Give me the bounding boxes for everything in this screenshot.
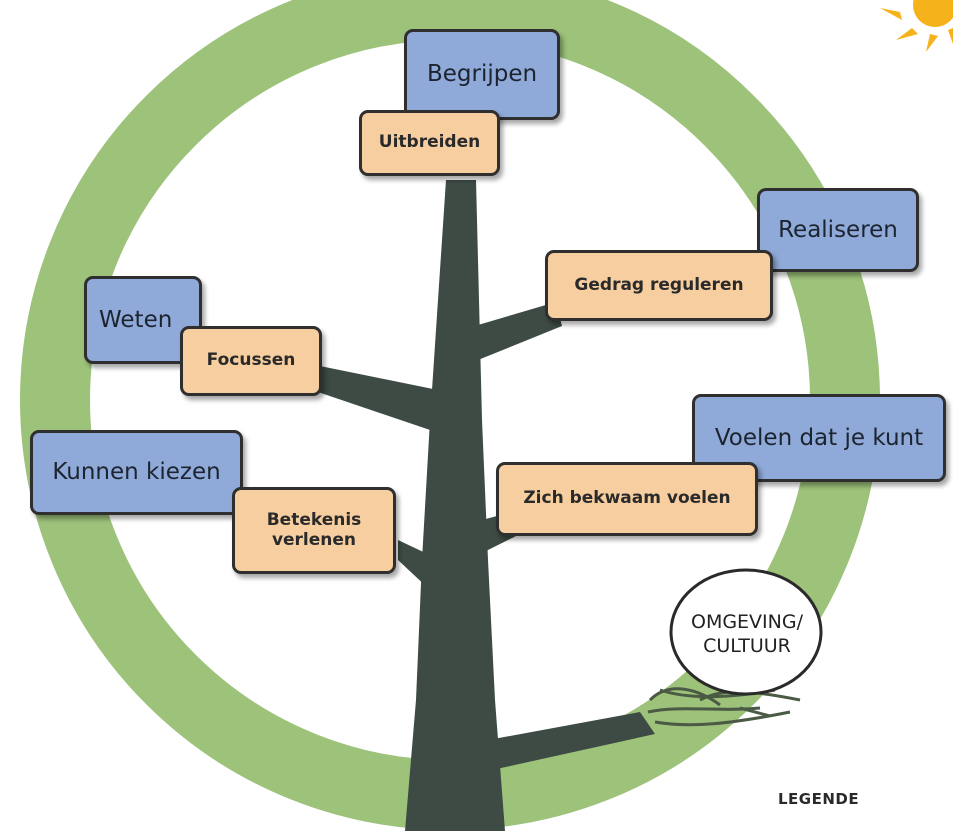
box-begrijpen: Begrijpen bbox=[404, 29, 560, 120]
box-kunnen-kiezen: Kunnen kiezen bbox=[30, 430, 243, 515]
tree-trunk bbox=[318, 180, 655, 831]
environment-circle bbox=[669, 568, 823, 696]
box-focussen: Focussen bbox=[180, 326, 322, 396]
sun-icon bbox=[880, 0, 953, 52]
box-zich-bekwaam-voelen: Zich bekwaam voelen bbox=[496, 462, 758, 536]
box-realiseren: Realiseren bbox=[757, 188, 919, 272]
box-betekenis-verlenen: Betekenis verlenen bbox=[232, 487, 396, 574]
environment-circle-label: OMGEVING/ CULTUUR bbox=[690, 611, 803, 657]
box-uitbreiden: Uitbreiden bbox=[359, 110, 500, 176]
legend-title: LEGENDE bbox=[778, 790, 860, 808]
box-gedrag-reguleren: Gedrag reguleren bbox=[545, 250, 773, 321]
